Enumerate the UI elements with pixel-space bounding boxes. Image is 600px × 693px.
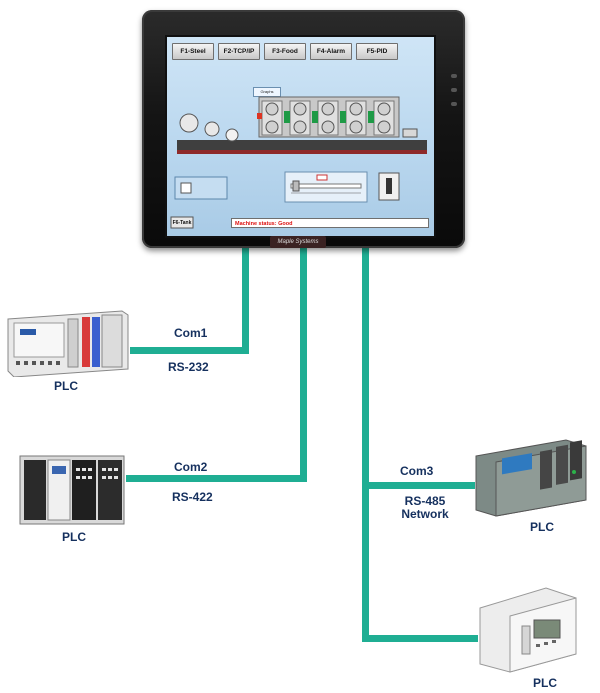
network-label: Network: [401, 507, 449, 521]
plc3-label: PLC: [530, 520, 554, 534]
led-indicator: [451, 74, 457, 78]
rs232-label: RS-232: [168, 360, 209, 374]
plc1-label: PLC: [54, 379, 78, 393]
brand-logo: Maple Systems: [270, 236, 326, 248]
plc-device-1: [7, 310, 129, 377]
function-key-f2[interactable]: F2-TCP/IP: [218, 43, 260, 60]
function-key-f1[interactable]: F1-Steel: [172, 43, 214, 60]
status-message: Machine status: Good: [231, 218, 429, 228]
hmi-touchscreen: F1-Steel F2-TCP/IP F3-Food F4-Alarm F5-P…: [142, 10, 465, 248]
machine-process-graphic: [170, 96, 427, 229]
plc4-label: PLC: [533, 676, 557, 690]
led-indicator: [451, 102, 457, 106]
plc-device-2: [19, 455, 125, 525]
wire-com2-horizontal: [126, 475, 307, 482]
function-key-f5[interactable]: F5-PID: [356, 43, 398, 60]
wire-com3-vertical: [362, 248, 369, 642]
wire-plc4-horizontal: [362, 635, 478, 642]
com3-label: Com3: [400, 464, 434, 478]
wire-com3-horizontal: [362, 482, 475, 489]
bottom-function-key[interactable]: F6-Tank: [172, 220, 192, 226]
function-key-f4[interactable]: F4-Alarm: [310, 43, 352, 60]
plc-device-4: [479, 587, 577, 673]
wire-com1-vertical: [242, 248, 249, 353]
rs422-label: RS-422: [172, 490, 213, 504]
plc2-label: PLC: [62, 530, 86, 544]
rs485-label: RS-485: [404, 494, 446, 508]
led-indicator: [451, 88, 457, 92]
com2-label: Com2: [174, 460, 208, 474]
wire-com2-vertical: [300, 248, 307, 481]
wire-com1-horizontal: [130, 347, 249, 354]
plc-device-3: [475, 439, 587, 517]
com1-label: Com1: [174, 326, 208, 340]
function-key-f3[interactable]: F3-Food: [264, 43, 306, 60]
hmi-screen: F1-Steel F2-TCP/IP F3-Food F4-Alarm F5-P…: [165, 35, 436, 238]
